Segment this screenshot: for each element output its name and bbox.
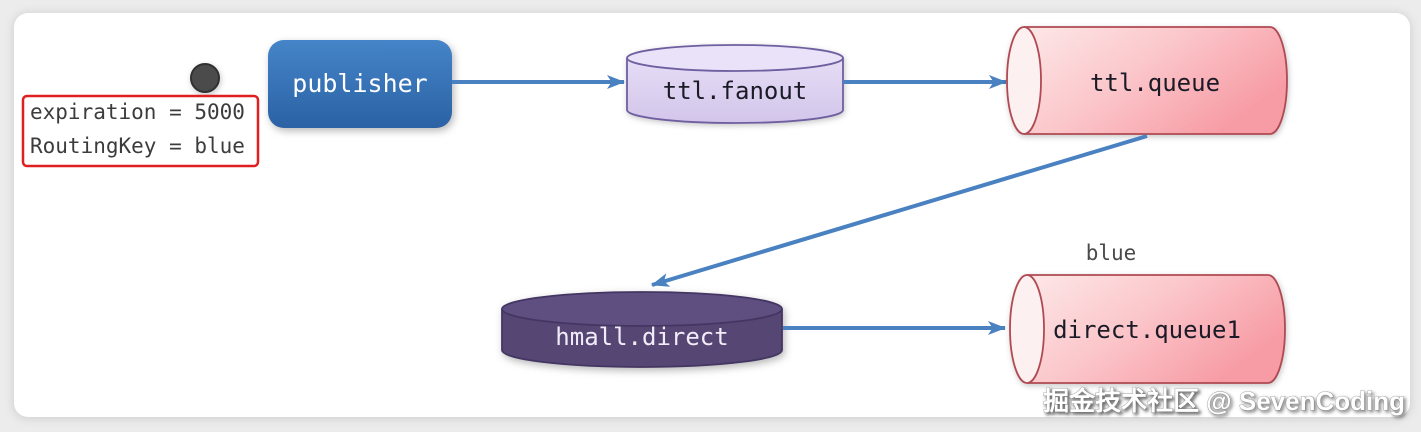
routing-key-label: RoutingKey = blue [30,134,245,158]
binding-key-label: blue [1086,241,1137,265]
ttl-queue-node: ttl.queue [1006,26,1288,135]
hmall-direct-top [501,291,783,327]
message-properties-box: expiration = 5000 RoutingKey = blue [21,94,260,168]
message-dot-icon [190,63,220,93]
ttl-queue-end-cap [1006,26,1042,135]
fanout-cylinder-body [626,58,844,124]
direct-queue1-end-cap [1009,274,1045,384]
message-properties-border [21,94,260,168]
arrow-ttl-queue-to-hmall-direct [651,134,1148,287]
fanout-exchange-label: ttl.fanout [663,77,808,105]
fanout-cylinder-top [626,44,844,72]
ttl-queue-label: ttl.queue [1090,69,1220,97]
fanout-exchange-node: ttl.fanout [626,44,844,124]
direct-queue1-body [1027,274,1286,384]
hmall-direct-label: hmall.direct [555,323,728,351]
direct-queue1-node: direct.queue1 [1009,274,1286,384]
watermark: 掘金技术社区 @ SevenCoding [1043,386,1405,416]
hmall-direct-exchange-node: hmall.direct [501,291,783,368]
ttl-queue-body [1024,26,1288,135]
expiration-label: expiration = 5000 [30,100,245,124]
publisher-box [268,40,452,128]
publisher-node: publisher [268,40,452,128]
direct-queue1-label: direct.queue1 [1053,316,1241,344]
publisher-label: publisher [292,69,427,98]
